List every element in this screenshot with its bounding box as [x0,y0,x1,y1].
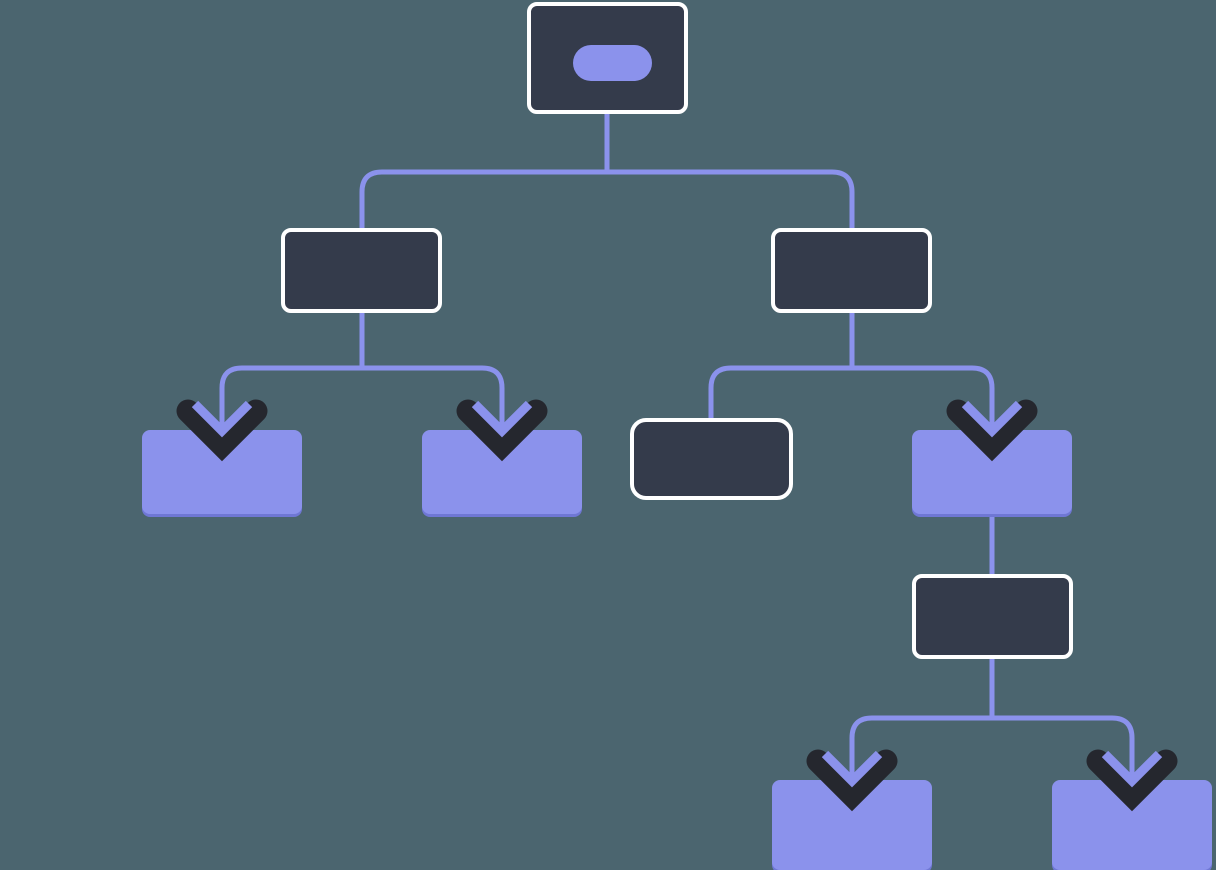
node-leaf-4[interactable] [772,780,932,870]
node-level3-dark[interactable] [630,418,793,500]
node-leaf-5[interactable] [1052,780,1212,870]
node-leaf-3[interactable] [912,430,1072,514]
node-level2-left[interactable] [281,228,442,313]
node-level4-dark[interactable] [912,574,1073,659]
root-pill-badge [573,45,652,81]
node-level2-right[interactable] [771,228,932,313]
node-leaf-2[interactable] [422,430,582,514]
node-root[interactable] [527,2,688,114]
node-leaf-1[interactable] [142,430,302,514]
